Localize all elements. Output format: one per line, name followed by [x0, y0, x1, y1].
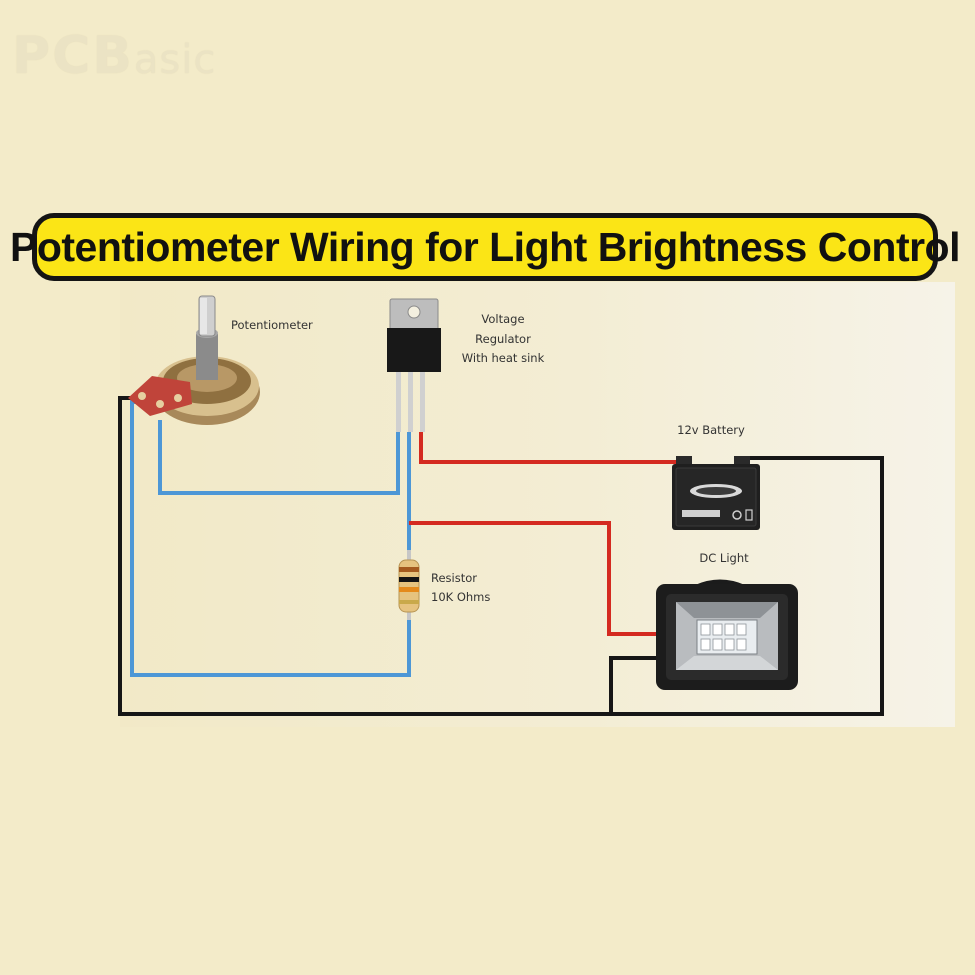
potentiometer-component — [128, 295, 260, 425]
dc-light-label: DC Light — [699, 551, 749, 565]
diagram-title: Potentiometer Wiring for Light Brightnes… — [10, 223, 961, 270]
blue-wire-pot-wiper — [158, 420, 400, 495]
wires — [118, 396, 884, 716]
brand-watermark: PCBasic — [12, 26, 217, 86]
diagram-panel — [120, 282, 955, 727]
blue-wire-pot-to-resistor — [130, 400, 411, 677]
potentiometer-label: Potentiometer — [231, 318, 313, 332]
red-wire-regulator-to-light — [409, 521, 662, 636]
dc-light-component — [656, 579, 798, 690]
regulator-label-line2: Regulator — [475, 332, 531, 346]
red-wire-regulator-to-battery — [419, 432, 688, 464]
resistor-label-line1: Resistor — [431, 571, 477, 585]
black-wire-light-negative — [609, 656, 662, 714]
battery-component — [672, 456, 760, 530]
diagram-title-banner: Potentiometer Wiring for Light Brightnes… — [10, 213, 961, 281]
battery-label: 12v Battery — [677, 423, 745, 437]
resistor-component — [398, 550, 420, 620]
voltage-regulator-component — [387, 298, 441, 432]
regulator-label-line3: With heat sink — [462, 351, 545, 365]
resistor-label-line2: 10K Ohms — [431, 590, 490, 604]
regulator-label-line1: Voltage — [481, 312, 524, 326]
black-wire-ground-loop — [118, 396, 884, 716]
